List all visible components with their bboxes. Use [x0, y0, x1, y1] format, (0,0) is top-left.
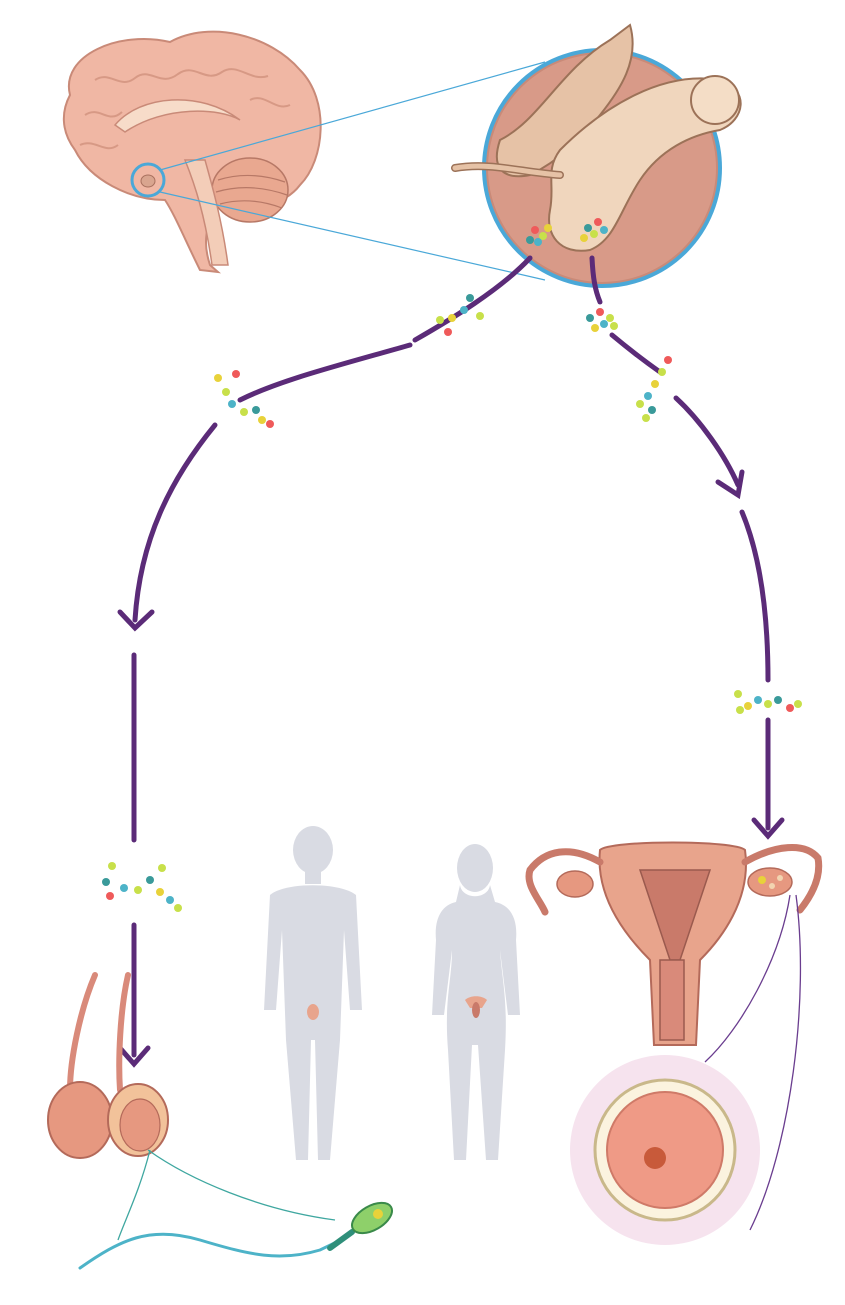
- hormone-molecule-icon: [102, 862, 182, 912]
- arrow-to-uterus: [589, 255, 785, 840]
- hormone-molecule-icon: [436, 294, 484, 336]
- pituitary-highlight-icon: [130, 162, 166, 198]
- hormone-molecule-icon: [636, 356, 672, 422]
- sperm-cell-icon: [78, 1201, 393, 1270]
- arrow-to-testes: [117, 255, 533, 1068]
- male-body-icon: [264, 826, 362, 1160]
- ovum-connector-lines: [704, 894, 802, 1231]
- hormone-molecule-icon: [734, 690, 802, 714]
- female-body-icon: [432, 844, 520, 1160]
- hormone-molecule-icon: [214, 370, 274, 428]
- zoom-connector-lines: [159, 61, 546, 281]
- hormone-molecule-icon: [586, 308, 618, 332]
- sperm-connector-lines: [117, 1149, 336, 1241]
- uterus-ovaries-icon: [525, 841, 823, 1046]
- ovum-icon: [570, 1055, 760, 1245]
- pituitary-gland-icon: [451, 23, 742, 288]
- brain-icon: [62, 30, 322, 274]
- testes-icon: [47, 972, 169, 1159]
